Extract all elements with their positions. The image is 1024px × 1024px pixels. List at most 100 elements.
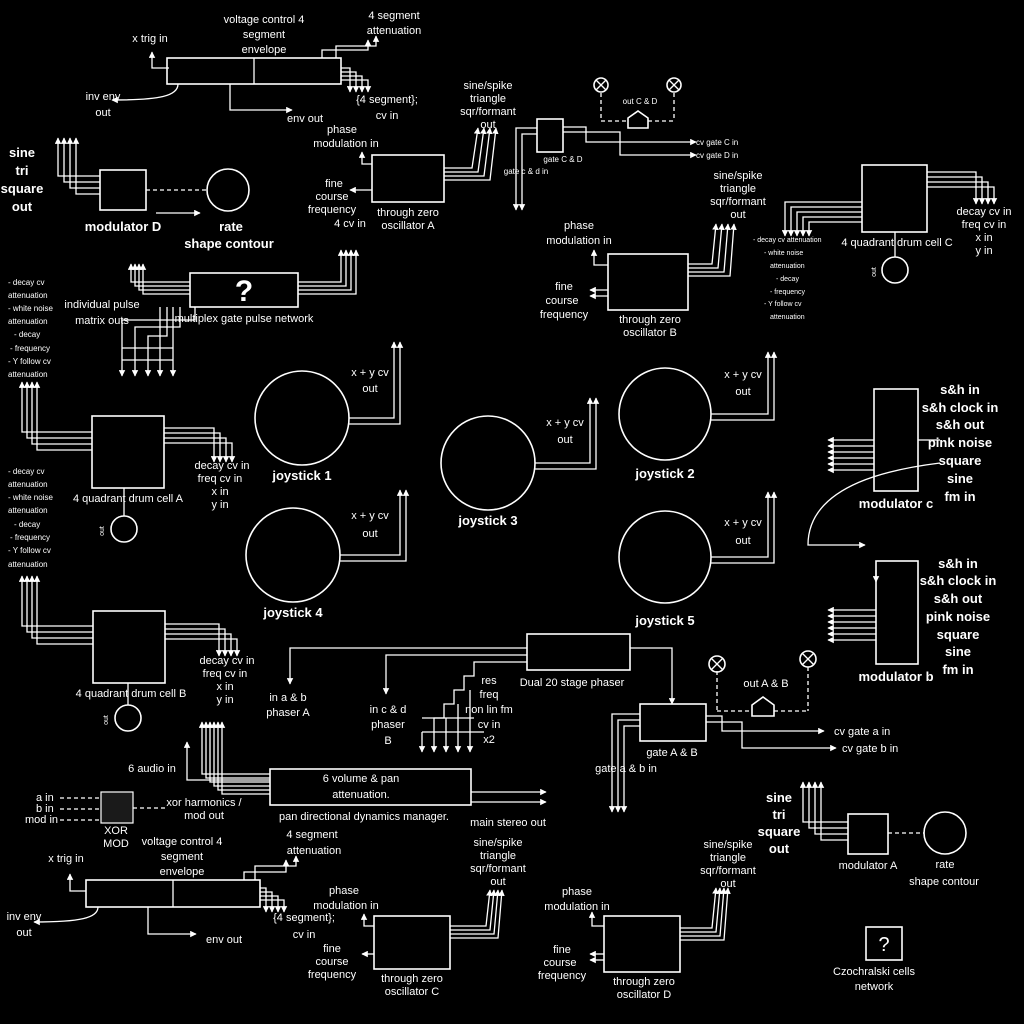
mixer-title-2: attenuation. <box>332 789 390 801</box>
drum-a-label: 4 quadrant drum cell A <box>73 493 184 505</box>
envelope-bottom: x trig in voltage control 4 segment enve… <box>7 829 342 946</box>
mod-c-out-1: s&h clock in <box>922 400 999 415</box>
drum-a-out-2: x in <box>211 486 228 498</box>
phaser-in-ab-2: phaser A <box>266 707 310 719</box>
env-bot-inv-env-2: out <box>16 927 31 939</box>
gate-ab-label: gate A & B <box>646 747 697 759</box>
joystick-2-cv-1: x + y cv <box>724 369 762 381</box>
env-bot-x-trig-label: x trig in <box>48 853 83 865</box>
oscillator-a: phase modulation in fine course frequenc… <box>308 80 516 232</box>
modulator-c-box[interactable] <box>873 388 919 492</box>
drum-c-atten-1: - white noise <box>764 250 803 257</box>
gate-ab-out-jack[interactable] <box>751 696 775 717</box>
mod-c-out-2: s&h out <box>936 417 985 432</box>
left-atten-b-6: - Y follow cv <box>8 546 51 555</box>
drum-a-out-jack[interactable] <box>110 515 138 543</box>
drum-c-out-jack[interactable] <box>881 256 909 284</box>
drum-c-atten-2: attenuation <box>770 263 805 270</box>
osc-d-box[interactable] <box>603 915 681 973</box>
drum-b-box[interactable] <box>92 610 166 684</box>
xor-mod-box[interactable] <box>100 791 134 824</box>
phaser-box[interactable] <box>526 633 631 671</box>
gate-cd-out-jack[interactable] <box>627 110 649 129</box>
left-atten-b-4: - decay <box>14 520 40 529</box>
joystick-5-pad[interactable] <box>618 510 712 604</box>
mod-d-wave-0: sine <box>9 145 35 160</box>
env-bot-title-3: envelope <box>160 866 205 878</box>
oscillator-b: sine/spike triangle sqr/formant out phas… <box>540 170 766 339</box>
joystick-1-cv-2: out <box>362 383 377 395</box>
mod-c-out-5: sine <box>947 471 973 486</box>
gate-cd: out C & D cv gate C in cv gate D in gate… <box>504 77 738 211</box>
env-bot-inv-env-1: inv env <box>7 911 42 923</box>
env-bot-title-1: voltage control 4 <box>142 836 223 848</box>
czochralski-box[interactable] <box>865 926 903 961</box>
gate-ab-out-label: out A & B <box>743 678 788 690</box>
joystick-4-pad[interactable] <box>245 507 341 603</box>
xor-out-2: mod out <box>184 810 224 822</box>
joystick-3: x + y cv out joystick 3 <box>440 397 600 528</box>
gate-ab-box[interactable] <box>639 703 707 742</box>
drum-c-box[interactable] <box>861 164 928 233</box>
joystick-3-cv-1: x + y cv <box>546 417 584 429</box>
env-bot-title-2: segment <box>161 851 203 863</box>
env-top-atten-1: 4 segment <box>368 10 419 22</box>
drum-a-out-0: decay cv in <box>194 460 249 472</box>
gate-cd-cv-d: cv gate D in <box>696 151 738 160</box>
mod-c-out-0: s&h in <box>940 382 980 397</box>
drum-b-out-1: freq cv in <box>203 668 248 680</box>
mod-c-out-4: square <box>939 453 982 468</box>
left-atten-b-1: attenuation <box>8 480 48 489</box>
joystick-1-pad[interactable] <box>254 370 350 466</box>
osc-a-fine-2: frequency <box>308 204 357 216</box>
mod-b-out-6: fm in <box>942 662 973 677</box>
env-top-atten-2: attenuation <box>367 25 421 37</box>
mod-d-label: modulator D <box>85 219 162 234</box>
joystick-4-cv-2: out <box>362 528 377 540</box>
mixer-box[interactable] <box>269 768 472 806</box>
mod-b-out-4: square <box>937 627 980 642</box>
modulator-b-box[interactable] <box>875 560 919 665</box>
joystick-2-pad[interactable] <box>618 367 712 461</box>
modulator-a-rate-knob[interactable] <box>923 811 967 855</box>
gate-cd-lamp-d <box>666 77 682 93</box>
osc-d-phase-1: phase <box>562 886 592 898</box>
osc-a-wave-1: triangle <box>470 93 506 105</box>
env-bot-cv-in-2: cv in <box>293 929 316 941</box>
gate-ab-cv-a: cv gate a in <box>834 726 890 738</box>
osc-a-box[interactable] <box>371 154 445 203</box>
gate-cd-cv-c: cv gate C in <box>696 138 738 147</box>
osc-c-box[interactable] <box>373 915 451 970</box>
drum-a-box[interactable] <box>91 415 165 489</box>
osc-b-wave-1: triangle <box>720 183 756 195</box>
modulator-a-box[interactable] <box>847 813 889 855</box>
modulator-d-rate-knob[interactable] <box>206 168 250 212</box>
gate-cd-out-label: out C & D <box>623 97 658 106</box>
osc-b-box[interactable] <box>607 253 689 311</box>
gate-ab-gate-in: gate a & b in <box>595 763 657 775</box>
phaser-ctrl-3: cv in <box>478 719 501 731</box>
left-atten-b-5: - frequency <box>10 533 50 542</box>
osc-c-label-1: through zero <box>381 973 443 985</box>
osc-b-fine-0: fine <box>555 281 573 293</box>
left-atten-b-0: - decay cv <box>8 467 44 476</box>
mod-d-rate-1: rate <box>219 219 243 234</box>
gate-cd-box[interactable] <box>536 118 564 153</box>
drum-b-out-jack[interactable] <box>114 704 142 732</box>
osc-a-phase-1: phase <box>327 124 357 136</box>
modulator-d-box[interactable] <box>99 169 147 211</box>
drum-c-atten-3: - decay <box>776 276 799 283</box>
osc-c-wave-2: sqr/formant <box>470 863 526 875</box>
osc-d-fine-1: course <box>543 957 576 969</box>
joystick-3-pad[interactable] <box>440 415 536 511</box>
osc-c-fine-2: frequency <box>308 969 357 981</box>
modulator-a: sine tri square out modulator A rate sha… <box>758 781 979 888</box>
mixer-sub: pan directional dynamics manager. <box>279 811 449 823</box>
mod-c-label: modulator c <box>859 496 933 511</box>
xor-a-in: a in <box>36 792 54 804</box>
osc-a-fine-3: 4 cv in <box>334 218 366 230</box>
joystick-5-label: joystick 5 <box>634 613 694 628</box>
pulse-outs-2: matrix outs <box>75 315 129 327</box>
osc-c-phase-2: modulation in <box>313 900 378 912</box>
